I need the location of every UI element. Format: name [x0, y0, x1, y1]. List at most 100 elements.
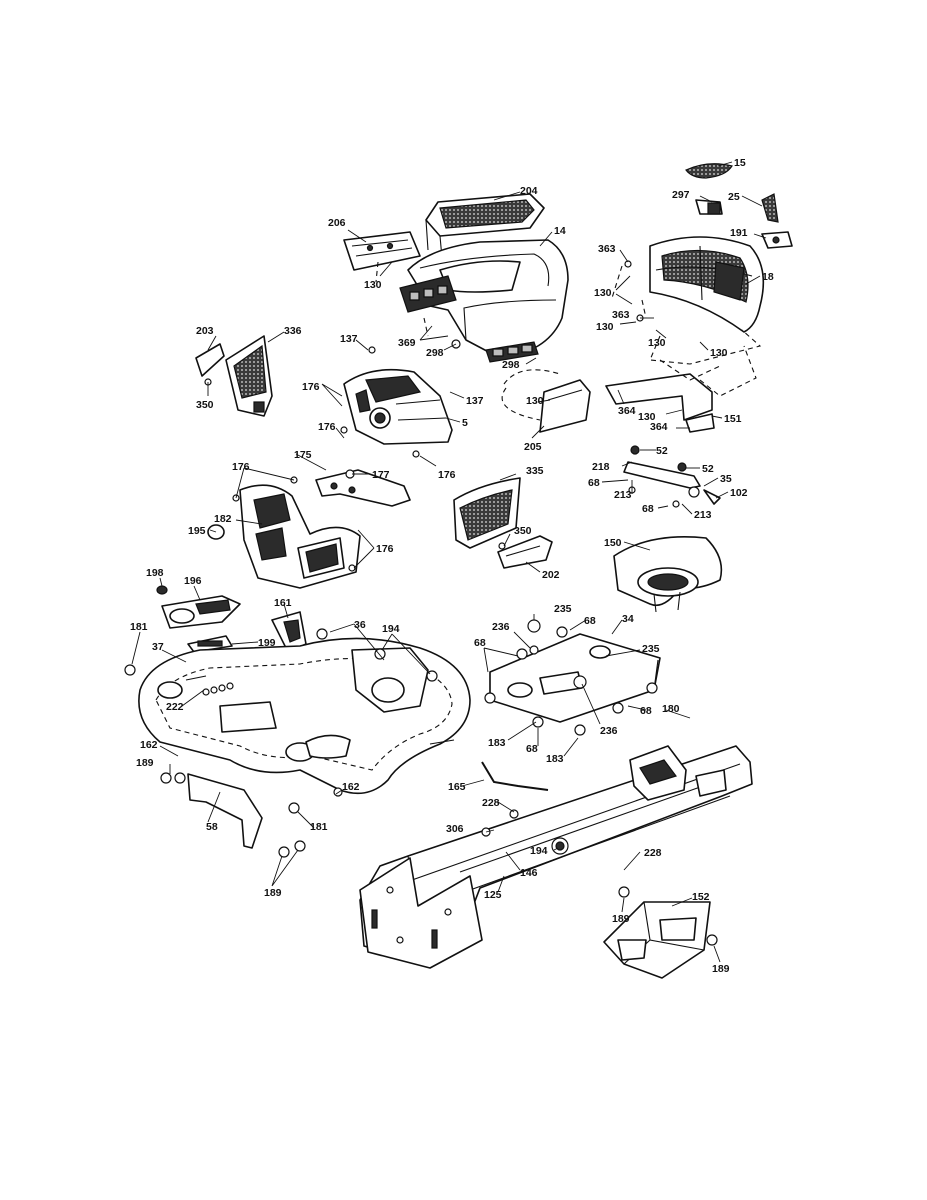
- callout-150: 150: [604, 537, 622, 549]
- callout-235: 235: [642, 643, 660, 655]
- callout-34: 34: [622, 613, 634, 625]
- callout-68: 68: [474, 637, 486, 649]
- callout-68: 68: [640, 705, 652, 717]
- callout-175: 175: [294, 449, 312, 461]
- callout-306: 306: [446, 823, 464, 835]
- callout-137: 137: [466, 395, 484, 407]
- part-206-panel: [343, 231, 421, 271]
- callout-130: 130: [638, 411, 656, 423]
- part-15-lens: [685, 163, 733, 179]
- callout-228: 228: [644, 847, 662, 859]
- callout-52: 52: [702, 463, 714, 475]
- callout-297: 297: [672, 189, 690, 201]
- callout-236: 236: [492, 621, 510, 633]
- callout-151: 151: [724, 413, 742, 425]
- callout-146: 146: [520, 867, 538, 879]
- callout-152: 152: [692, 891, 710, 903]
- callout-202: 202: [542, 569, 560, 581]
- callout-68: 68: [526, 743, 538, 755]
- callout-189: 189: [712, 963, 730, 975]
- callout-336: 336: [284, 325, 302, 337]
- callout-183: 183: [546, 753, 564, 765]
- callout-37: 37: [152, 641, 164, 653]
- callout-176: 176: [318, 421, 336, 433]
- callout-298: 298: [502, 359, 520, 371]
- callout-180: 180: [662, 703, 680, 715]
- callout-52: 52: [656, 445, 668, 457]
- callout-125: 125: [484, 889, 502, 901]
- callout-363: 363: [612, 309, 630, 321]
- callout-203: 203: [196, 325, 214, 337]
- callout-194: 194: [382, 623, 400, 635]
- callout-189: 189: [136, 757, 154, 769]
- callout-189: 189: [612, 913, 630, 925]
- part-203-bracket: [195, 343, 225, 377]
- callout-68: 68: [588, 477, 600, 489]
- callout-130: 130: [526, 395, 544, 407]
- callout-181: 181: [310, 821, 328, 833]
- callout-189: 189: [264, 887, 282, 899]
- part-58-bracket: [187, 773, 263, 849]
- callout-177: 177: [372, 469, 390, 481]
- callout-298: 298: [426, 347, 444, 359]
- callout-364: 364: [650, 421, 668, 433]
- callout-183: 183: [488, 737, 506, 749]
- callout-235: 235: [554, 603, 572, 615]
- callout-68: 68: [642, 503, 654, 515]
- leader-lines: [131, 161, 767, 963]
- callout-36: 36: [354, 619, 366, 631]
- part-198-cap: [156, 585, 168, 595]
- callout-130: 130: [648, 337, 666, 349]
- callout-194: 194: [530, 845, 548, 857]
- callout-350: 350: [196, 399, 214, 411]
- part-165-rod: [481, 761, 549, 791]
- callout-18: 18: [762, 271, 774, 283]
- callout-195: 195: [188, 525, 206, 537]
- callout-14: 14: [554, 225, 566, 237]
- part-218-linkage: [623, 461, 701, 489]
- callout-199: 199: [258, 637, 276, 649]
- callout-labels: 15 204 297 25 206 14 191 363 18 130 130 …: [130, 157, 774, 975]
- callout-130: 130: [710, 347, 728, 359]
- callout-204: 204: [520, 185, 538, 197]
- callout-218: 218: [592, 461, 610, 473]
- callout-213: 213: [614, 489, 632, 501]
- callout-102: 102: [730, 487, 748, 499]
- callout-198: 198: [146, 567, 164, 579]
- callout-350: 350: [514, 525, 532, 537]
- callout-58: 58: [206, 821, 218, 833]
- callout-35: 35: [720, 473, 732, 485]
- callout-176: 176: [232, 461, 250, 473]
- callout-68: 68: [584, 615, 596, 627]
- callout-335: 335: [526, 465, 544, 477]
- callout-182: 182: [214, 513, 232, 525]
- callout-213: 213: [694, 509, 712, 521]
- callout-363: 363: [598, 243, 616, 255]
- assembly-lines: [375, 261, 762, 421]
- callout-15: 15: [734, 157, 746, 169]
- callout-228: 228: [482, 797, 500, 809]
- part-205-front-plate: [539, 379, 591, 433]
- callout-162: 162: [342, 781, 360, 793]
- part-151-plate: [605, 373, 713, 421]
- part-25-bracket: [761, 193, 779, 223]
- callout-196: 196: [184, 575, 202, 587]
- callout-25: 25: [728, 191, 740, 203]
- part-175-bracket: [315, 469, 411, 507]
- part-202-step: [497, 535, 553, 569]
- part-297-block-side: [707, 202, 721, 215]
- callout-369: 369: [398, 337, 416, 349]
- callout-205: 205: [524, 441, 542, 453]
- callout-364: 364: [618, 405, 636, 417]
- callout-176: 176: [302, 381, 320, 393]
- callout-162: 162: [140, 739, 158, 751]
- parts: [124, 163, 793, 979]
- callout-161: 161: [274, 597, 292, 609]
- callout-222: 222: [166, 701, 184, 713]
- callout-206: 206: [328, 217, 346, 229]
- callout-181: 181: [130, 621, 148, 633]
- callout-176: 176: [376, 543, 394, 555]
- callout-5: 5: [462, 417, 468, 429]
- callout-137: 137: [340, 333, 358, 345]
